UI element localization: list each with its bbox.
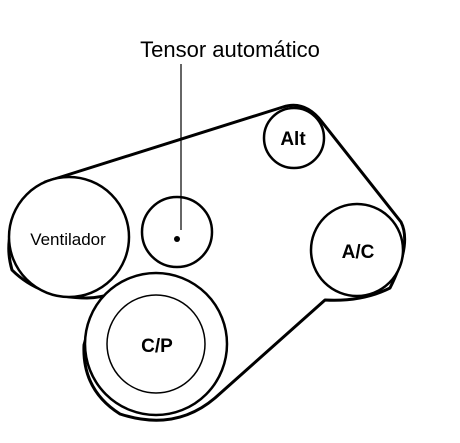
cp-pulley-inner (106, 294, 206, 394)
ventilador-label: Ventilador (30, 230, 106, 249)
ac-pulley (309, 202, 405, 298)
tensor-callout-label: Tensor automático (140, 37, 320, 62)
ac-label: A/C (342, 242, 375, 263)
alternator-label: Alt (280, 129, 306, 150)
alternator-pulley (262, 106, 326, 170)
tensor-hub (174, 236, 180, 242)
tensor-pulley (140, 195, 214, 269)
cp-label: C/P (141, 336, 173, 357)
ventilador-pulley (7, 175, 131, 299)
